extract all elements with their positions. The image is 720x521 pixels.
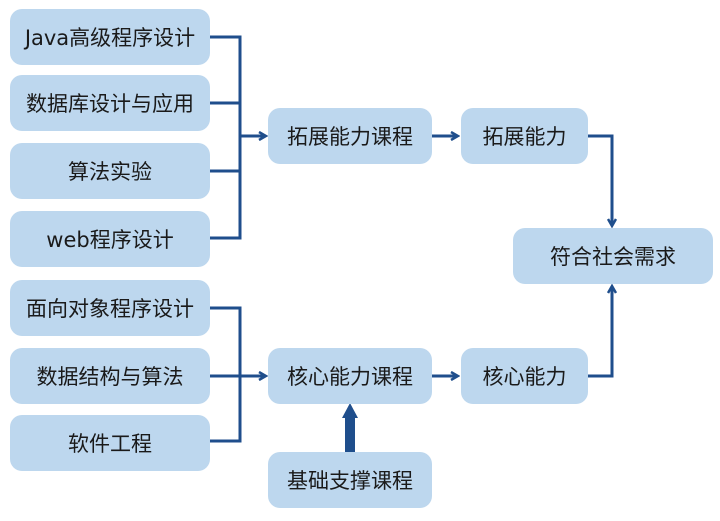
core-ability-node: 核心能力 [461,348,588,404]
course-algorithm-lab: 算法实验 [10,143,210,199]
core-to-goal-arrow [588,286,612,378]
extended-to-goal-arrow [588,134,612,226]
course-software-eng: 软件工程 [10,415,210,471]
core-courses-node: 核心能力课程 [268,348,432,404]
course-java: Java高级程序设计 [10,9,210,65]
social-demand-goal-node: 符合社会需求 [513,228,713,284]
course-data-structures: 数据结构与算法 [10,348,210,404]
top-bracket-line [210,35,242,240]
foundation-courses-node: 基础支撑课程 [268,452,432,508]
course-web: web程序设计 [10,211,210,267]
course-database: 数据库设计与应用 [10,75,210,131]
course-oop: 面向对象程序设计 [10,280,210,336]
foundation-to-core-arrow [342,403,358,452]
extended-ability-node: 拓展能力 [461,108,588,164]
extended-courses-node: 拓展能力课程 [268,108,432,164]
